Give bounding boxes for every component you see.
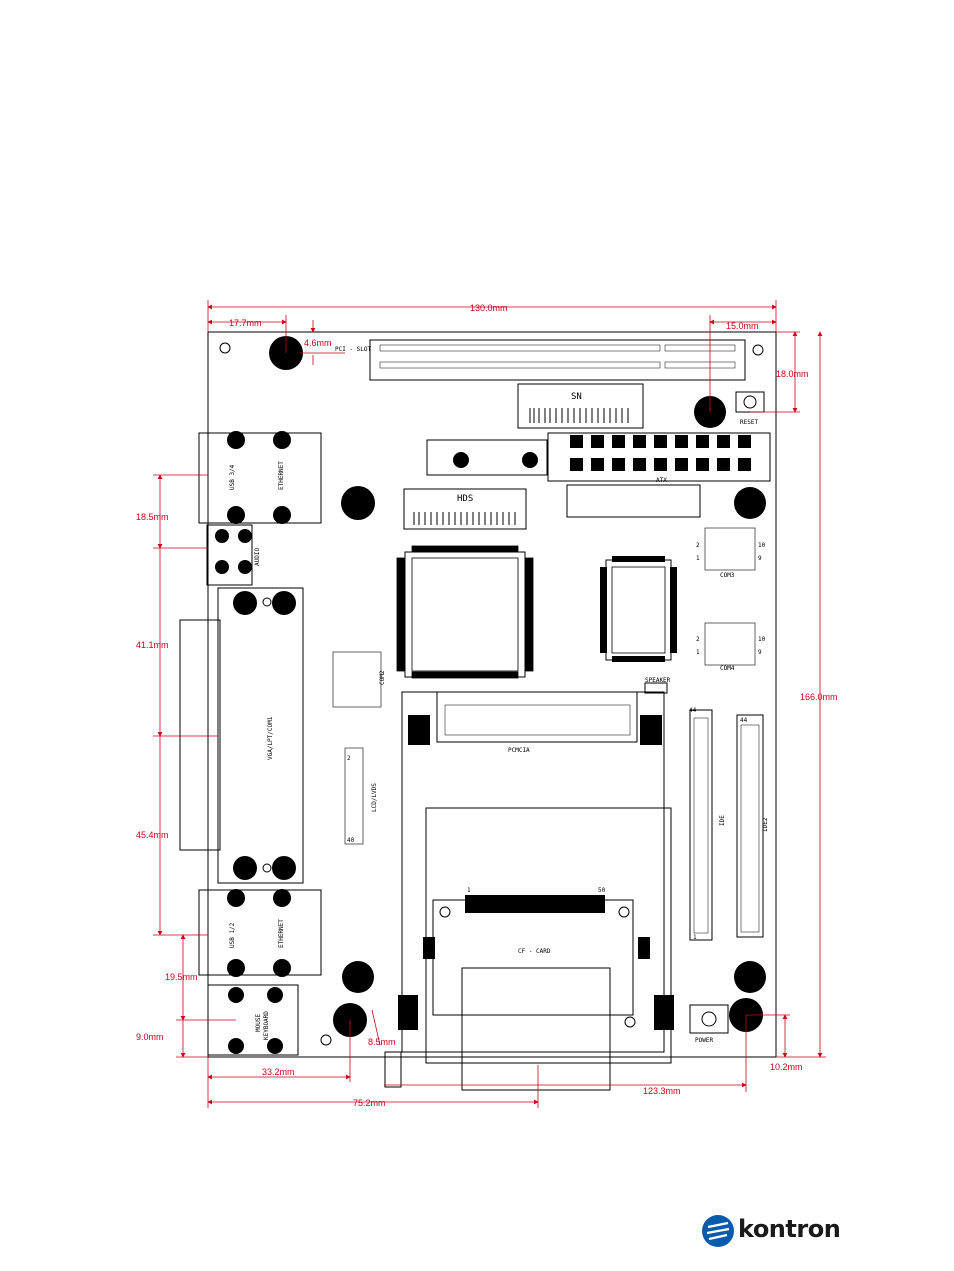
pci-slot-pins xyxy=(379,344,736,369)
dim-15: 15.0mm xyxy=(726,321,759,331)
ide-pin1: 1 xyxy=(693,934,697,941)
hds-label: HDS xyxy=(457,494,473,504)
com2-label: COM2 xyxy=(379,670,386,685)
dim-75-2: 75.2mm xyxy=(353,1098,386,1108)
keyboard-label: KEYBOARD xyxy=(263,1011,270,1040)
power-label: POWER xyxy=(695,1037,713,1044)
dim-123-3: 123.3mm xyxy=(643,1086,681,1096)
com3-pin10: 10 xyxy=(758,542,766,549)
lvds-pin2: 2 xyxy=(347,755,351,762)
vga-com-label: VGA/LPT/COM1 xyxy=(267,716,274,760)
dim-9: 9.0mm xyxy=(136,1032,164,1042)
ide-pin44: 44 xyxy=(689,707,697,714)
dim-45-4: 45.4mm xyxy=(136,830,169,840)
dimension-lines xyxy=(153,300,826,1108)
cf-pin1-label: 1 xyxy=(467,887,471,894)
kontron-logo: kontron xyxy=(700,1213,845,1249)
dim-33-2: 33.2mm xyxy=(262,1067,295,1077)
com3-label: COM3 xyxy=(720,572,735,579)
pcmcia-label: PCMCIA xyxy=(508,747,530,754)
lcd-lvds-label: LCD/LVDS xyxy=(371,783,378,812)
dim-4-6: 4.6mm xyxy=(304,338,332,348)
dim-18-5: 18.5mm xyxy=(136,512,169,522)
chipset xyxy=(600,556,677,662)
com4-pin2: 2 xyxy=(696,636,700,643)
dim-17-7: 17.7mm xyxy=(229,318,262,328)
ide-pins xyxy=(693,717,760,934)
audio-label: AUDIO xyxy=(254,548,261,566)
usb34-label: USB 3/4 xyxy=(229,464,236,490)
dim-41-1: 41.1mm xyxy=(136,640,169,650)
com-headers xyxy=(332,527,756,845)
dim-10-2: 10.2mm xyxy=(770,1062,803,1072)
pci-slot-label: PCI - SLOT xyxy=(335,346,372,353)
mouse-label: MOUSE xyxy=(255,1014,262,1032)
barcodes xyxy=(413,408,629,525)
ide2-label: IDE2 xyxy=(762,817,769,832)
ethernet2-label: ETHERNET xyxy=(278,919,285,948)
com4-pin9: 9 xyxy=(758,649,762,656)
board-outline xyxy=(179,331,777,1091)
usb12-label: USB 1/2 xyxy=(229,922,236,948)
ide-label: IDE xyxy=(719,815,726,826)
pcmcia-pins xyxy=(398,704,674,1030)
reset-label: RESET xyxy=(740,419,758,426)
dim-19-5: 19.5mm xyxy=(165,972,198,982)
dim-130: 130.0mm xyxy=(470,303,508,313)
com3-pin1: 1 xyxy=(696,555,700,562)
lvds-pin40: 40 xyxy=(347,837,355,844)
speaker-label: SPEAKER xyxy=(645,677,671,684)
kontron-logo-text: kontron xyxy=(738,1215,841,1243)
com3-pin2: 2 xyxy=(696,542,700,549)
dim-8-5: 8.5mm xyxy=(368,1037,396,1047)
cf-card-label: CF - CARD xyxy=(518,948,551,955)
cpu-chip xyxy=(396,545,534,679)
ethernet-label: ETHERNET xyxy=(278,461,285,490)
cf-pin50-label: 50 xyxy=(598,887,606,894)
small-holes xyxy=(219,342,764,1046)
com4-label: COM4 xyxy=(720,665,735,672)
atx-connector xyxy=(570,435,751,471)
com4-pin10: 10 xyxy=(758,636,766,643)
kontron-logo-icon xyxy=(702,1215,734,1247)
ide2-pin44: 44 xyxy=(740,717,748,724)
com3-pin9: 9 xyxy=(758,555,762,562)
dim-166: 166.0mm xyxy=(800,692,838,702)
atx-label: ATX xyxy=(656,477,667,484)
dim-18: 18.0mm xyxy=(776,369,809,379)
sn-label: SN xyxy=(571,392,582,402)
com4-pin1: 1 xyxy=(696,649,700,656)
